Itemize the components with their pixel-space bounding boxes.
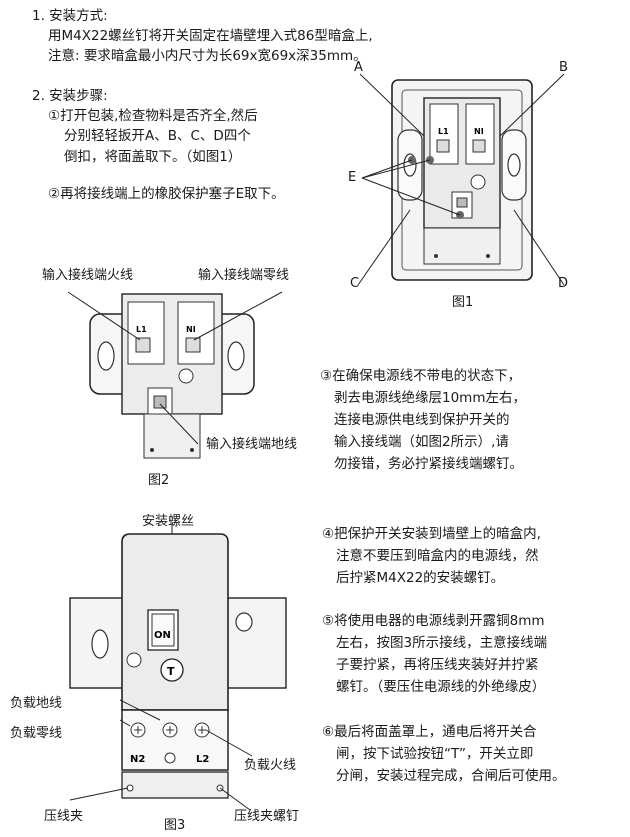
step5-line1: ⑤将使用电器的电源线剥开露铜8mm [322,613,545,629]
section2-heading: 2. 安装步骤: [32,88,108,104]
fig3-label-load-ground: 负载地线 [10,696,63,711]
fig2-caption: 图2 [148,473,170,488]
fig1-label-b: B [559,60,568,75]
step4-line2: 注意不要压到暗盒内的电源线，然 [336,548,539,564]
step3-line1: ③在确保电源线不带电的状态下， [320,368,522,384]
step1-line2: 分别轻轻扳开A、B、C、D四个 [64,128,251,144]
section1-line2: 注意: 要求暗盒最小内尺寸为长69x宽69x深35mm。 [48,48,367,64]
section1-line1: 用M4X22螺丝钉将开关固定在墙壁埋入式86型暗盒上, [48,28,373,44]
fig1-terminal-neutral: NI [474,127,484,136]
step6-line1: ⑥最后将面盖罩上，通电后将开关合 [322,724,537,740]
step5-line3: 子要拧紧，再将压线夹装好并拧紧 [336,657,539,673]
step3-line5: 勿接错，务必拧紧接线端螺钉。 [334,456,523,472]
step6-line2: 闸，按下试验按钮“T”，开关立即 [336,746,534,762]
fig3-label-clamp: 压线夹 [44,809,84,824]
step3-line3: 连接电源供电线到保护开关的 [334,412,510,428]
step4-line1: ④把保护开关安装到墙壁上的暗盒内, [322,526,541,542]
fig2-label-ground: 输入接线端地线 [206,437,298,452]
fig2-label-neutral: 输入接线端零线 [198,268,290,283]
fig3-label-load-neutral: 负载零线 [10,726,63,741]
step1-line1: ①打开包装,检查物料是否齐全,然后 [48,108,258,124]
fig1-caption: 图1 [452,295,474,310]
fig3-label-load-live: 负载火线 [244,758,297,773]
step3-line4: 输入接线端（如图2所示）,请 [334,434,509,450]
step2-text: ②再将接线端上的橡胶保护塞子E取下。 [48,186,285,202]
fig1-label-a: A [354,60,363,75]
fig3-terminal-l: L2 [196,754,209,765]
fig3-caption: 图3 [164,818,186,833]
step4-line3: 后拧紧M4X22的安装螺钉。 [336,570,505,586]
fig1-label-e: E [348,170,357,185]
section1-heading: 1. 安装方式: [32,8,108,24]
step1-line3: 倒扣，将面盖取下。（如图1） [64,149,242,165]
fig1-label-d: D [558,276,569,291]
fig2-terminal-neutral: NI [186,325,196,334]
fig3-label-clamp-screw: 压线夹螺钉 [234,809,300,824]
step3-line2: 剥去电源线绝缘层10mm左右， [334,390,526,406]
fig2-terminal-live: L1 [136,325,147,334]
fig3-label-screw: 安装螺丝 [142,514,195,529]
step5-line2: 左右，按图3所示接线，主意接线端 [336,635,548,651]
fig1-label-c: C [350,276,360,291]
fig3-test-button: T [167,665,175,678]
fig1-terminal-live: L1 [438,127,449,136]
figure2-diagram: L1 NI [67,291,283,459]
fig3-switch-text: ON [154,630,171,641]
step6-line3: 分闸，安装过程完成，合闸后可使用。 [336,768,566,784]
figure1-diagram: L1 NI [357,73,565,286]
step5-line4: 螺钉。（要压住电源线的外绝缘皮） [336,679,546,695]
fig3-terminal-n: N2 [130,754,145,765]
figure3-diagram: ON T N2 L2 [69,524,287,811]
fig2-label-live: 输入接线端火线 [42,268,134,283]
